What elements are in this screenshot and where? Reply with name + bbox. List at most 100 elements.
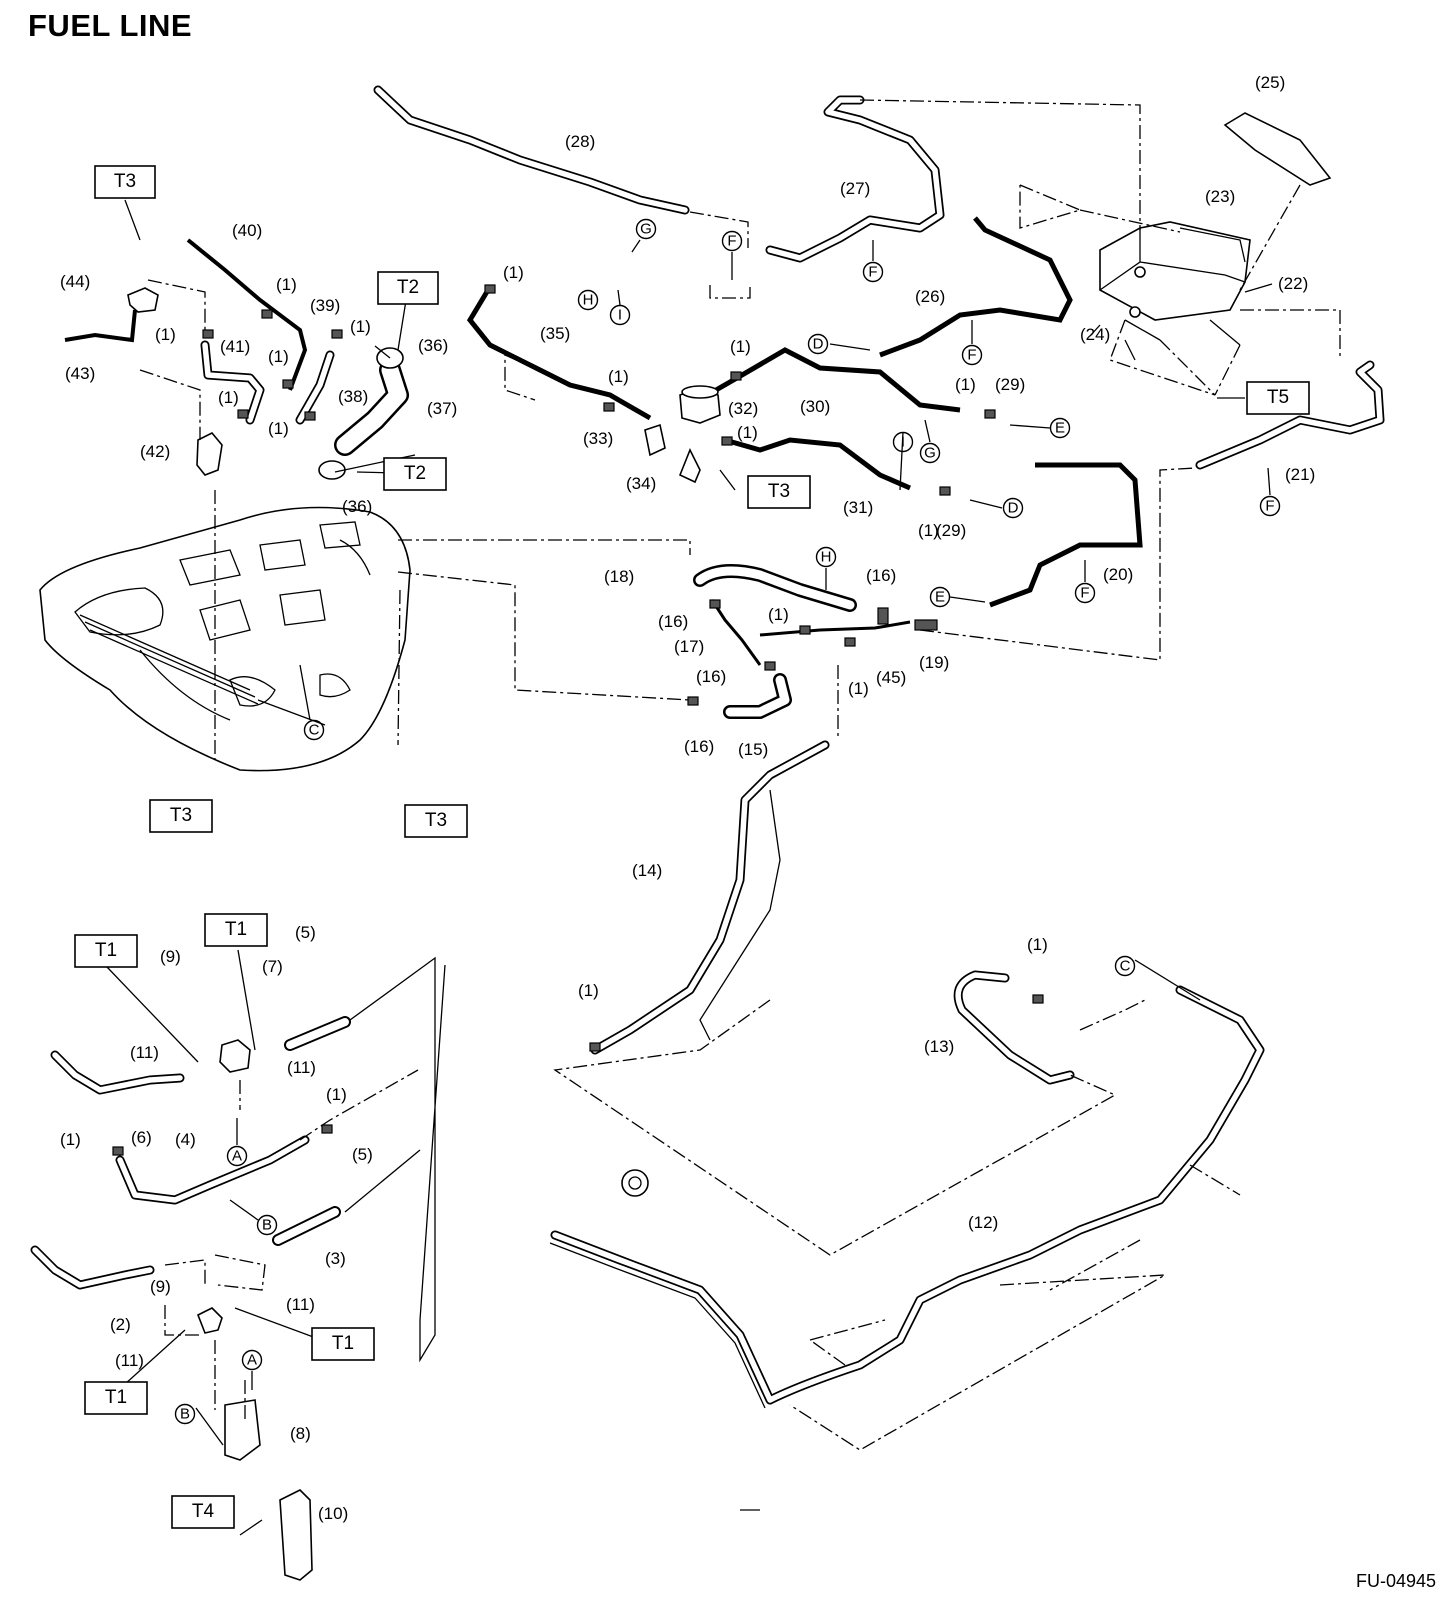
- callout-16: (16): [696, 667, 726, 686]
- callout-1: (1): [276, 275, 297, 294]
- callout-16: (16): [684, 737, 714, 756]
- torque-spec-t2-upper: T2: [377, 271, 439, 305]
- connector-42: [196, 432, 223, 476]
- hose-41: [200, 340, 265, 425]
- svg-text:F: F: [967, 347, 976, 364]
- canister-bracket-25: [1223, 112, 1332, 186]
- torque-spec-t1-lower-left: T1: [84, 1381, 148, 1415]
- bracket-8: [224, 1399, 261, 1461]
- alignment-lines: [139, 99, 1341, 1451]
- pipe-7: [284, 1016, 351, 1051]
- callout-2: (2): [110, 1315, 131, 1334]
- fuel-pipe-14: [590, 740, 830, 1055]
- callout-39: (39): [310, 296, 340, 315]
- callout-6: (6): [131, 1128, 152, 1147]
- callout-35: (35): [540, 324, 570, 343]
- callout-44: (44): [60, 272, 90, 291]
- ref-marker-d-upper: D: [807, 333, 829, 355]
- callout-24: (24): [1080, 325, 1110, 344]
- figure-id: FU-04945: [1355, 1571, 1436, 1591]
- callout-16: (16): [866, 566, 896, 585]
- ref-marker-a-lower: A: [241, 1349, 263, 1371]
- callout-1: (1): [218, 388, 239, 407]
- callout-1: (1): [848, 679, 869, 698]
- callout-40: (40): [232, 221, 262, 240]
- torque-spec-t1-mid: T1: [204, 913, 268, 947]
- svg-text:B: B: [262, 1217, 272, 1234]
- callout-38: (38): [338, 387, 368, 406]
- callout-1: (1): [350, 317, 371, 336]
- callout-1: (1): [326, 1085, 347, 1104]
- svg-text:T3: T3: [170, 805, 192, 826]
- hose-4: [115, 1135, 310, 1205]
- callout-1: (1): [155, 325, 176, 344]
- torque-spec-t3-lower-right: T3: [404, 804, 468, 838]
- callout-26: (26): [915, 287, 945, 306]
- callout-1: (1): [268, 419, 289, 438]
- callout-41: (41): [220, 337, 250, 356]
- callout-11: (11): [287, 1058, 316, 1077]
- hose-20: [989, 462, 1143, 608]
- callout-20: (20): [1103, 565, 1133, 584]
- torque-spec-t4: T4: [171, 1495, 235, 1529]
- callout-33: (33): [583, 429, 613, 448]
- ref-marker-f-21: F: [1259, 495, 1281, 517]
- bracket-33: [644, 423, 666, 457]
- svg-text:T1: T1: [105, 1387, 127, 1408]
- callout-43: (43): [65, 364, 95, 383]
- hose-31: [724, 437, 911, 491]
- callout-15: (15): [738, 740, 768, 759]
- torque-spec-t1-left: T1: [74, 934, 138, 968]
- callout-23: (23): [1205, 187, 1235, 206]
- hose-43: [64, 309, 137, 343]
- callout-1: (1): [60, 1130, 81, 1149]
- svg-text:A: A: [247, 1352, 257, 1369]
- pipe-3: [272, 1206, 341, 1246]
- bracket-24: [1124, 319, 1241, 346]
- ref-marker-b-lower: B: [174, 1403, 196, 1425]
- hose-28: [373, 85, 690, 215]
- callout-10: (10): [318, 1504, 348, 1523]
- hose-37: [334, 359, 409, 456]
- hose-40: [186, 238, 308, 391]
- callout-8: (8): [290, 1424, 311, 1443]
- callout-36: (36): [342, 497, 372, 516]
- callout-5: (5): [295, 923, 316, 942]
- ref-marker-f-20: F: [1074, 582, 1096, 604]
- callout-1: (1): [737, 423, 758, 442]
- callout-29: (29): [995, 375, 1025, 394]
- callout-3: (3): [325, 1249, 346, 1268]
- callout-1: (1): [1027, 935, 1048, 954]
- fuel-pipe-assembly-12: [549, 985, 1265, 1409]
- purge-valve-32: [679, 385, 721, 424]
- svg-text:C: C: [309, 722, 320, 739]
- callout-13: (13): [924, 1037, 954, 1056]
- bracket-10: [279, 1489, 313, 1581]
- svg-text:T3: T3: [114, 171, 136, 192]
- ref-marker-e-lower: E: [929, 586, 951, 608]
- callout-18: (18): [604, 567, 634, 586]
- callout-42: (42): [140, 442, 170, 461]
- callout-1: (1): [608, 367, 629, 386]
- callout-11: (11): [130, 1043, 159, 1062]
- ref-marker-f-27: F: [862, 261, 884, 283]
- page-title: FUEL LINE: [28, 8, 193, 43]
- callout-16: (16): [658, 612, 688, 631]
- hose-13: [953, 970, 1075, 1085]
- svg-text:I: I: [618, 307, 622, 324]
- callout-12: (12): [968, 1213, 998, 1232]
- fuel-filler-grommet: [621, 1169, 649, 1197]
- ref-marker-f-top: F: [721, 230, 743, 252]
- callout-11: (11): [286, 1295, 315, 1314]
- callout-19: (19): [919, 653, 949, 672]
- callout-1: (1): [730, 337, 751, 356]
- callout-1: (1): [918, 521, 939, 540]
- torque-spec-t3-lower-left: T3: [149, 799, 213, 833]
- callout-1: (1): [768, 605, 789, 624]
- callout-14: (14): [632, 861, 662, 880]
- callout-32: (32): [728, 399, 758, 418]
- svg-text:H: H: [583, 292, 594, 309]
- svg-text:T3: T3: [425, 810, 447, 831]
- hose-15: [723, 673, 792, 719]
